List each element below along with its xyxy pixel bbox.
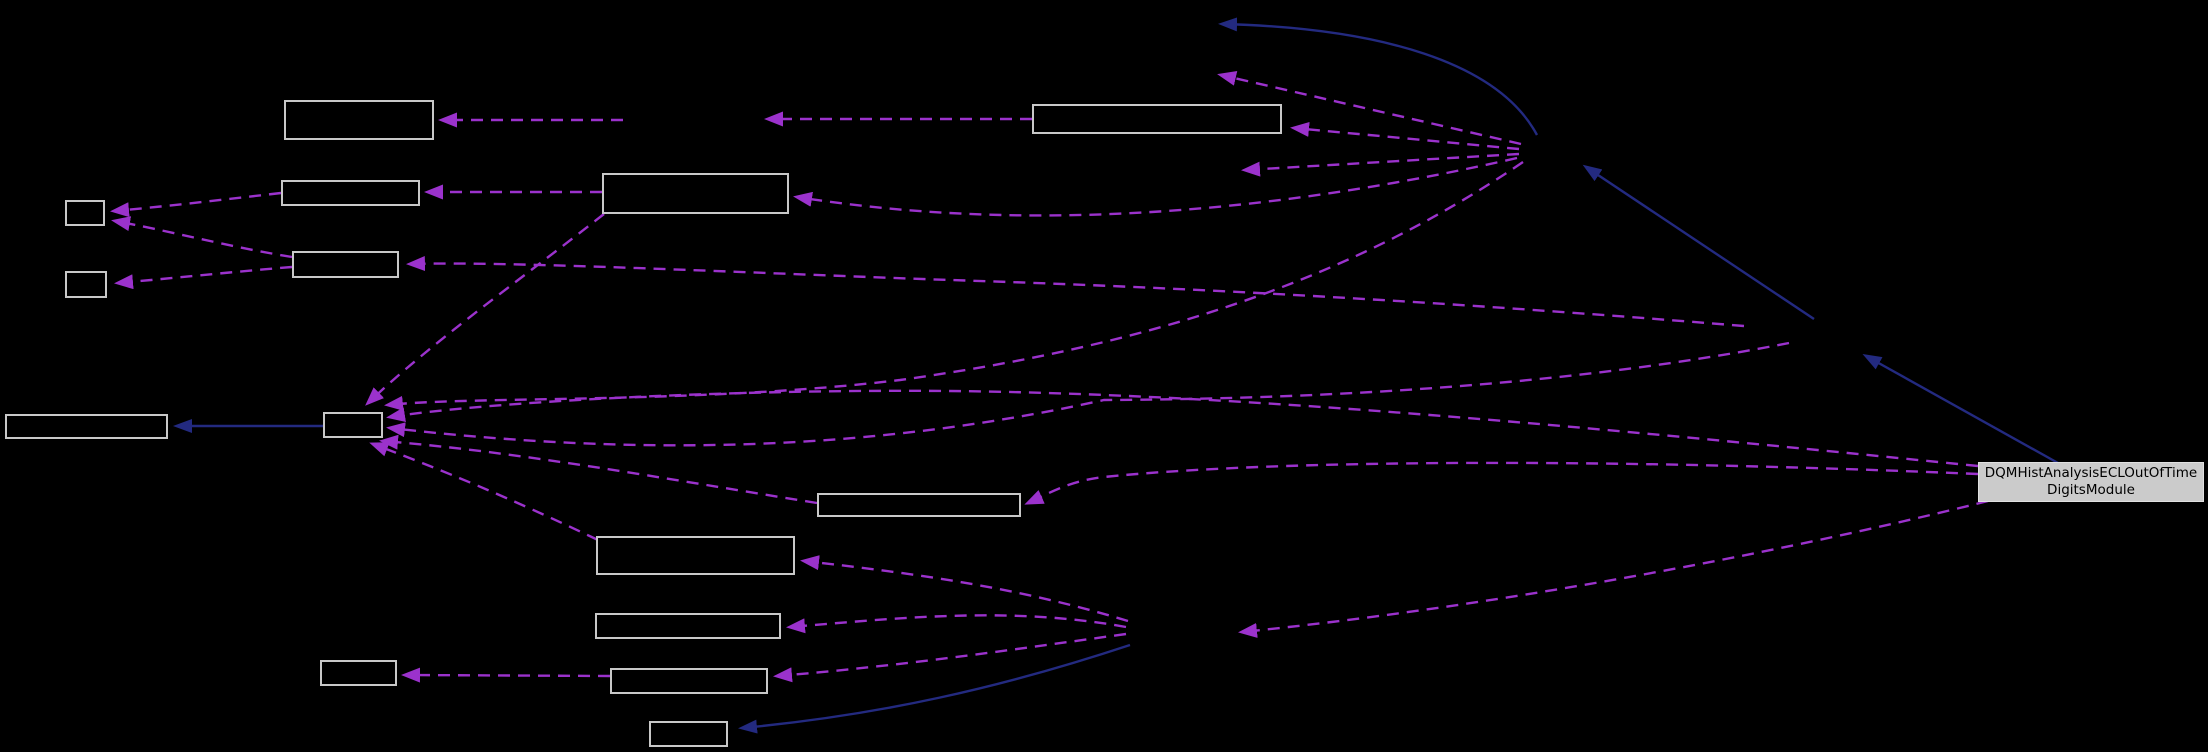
edge-node-6-to-node-9 (365, 213, 605, 406)
class-node-8[interactable] (5, 414, 168, 439)
edge-highlight-to-node-9-upper (386, 389, 1979, 468)
class-node-9[interactable] (323, 412, 383, 438)
edge-node-5-to-node-4 (114, 265, 293, 290)
class-node-5[interactable] (292, 251, 399, 278)
edge-fan2-to-node-11 (800, 555, 1129, 623)
class-node-1[interactable] (284, 100, 434, 140)
edge-node-10-to-node-9 (379, 434, 818, 505)
class-node-11[interactable] (596, 536, 795, 575)
edge-solid-mid-segment (1582, 164, 1815, 320)
class-node-14[interactable] (610, 668, 768, 694)
class-node-7[interactable] (1032, 104, 1282, 134)
edge-highlight-to-fan2 (1238, 499, 1989, 638)
class-node-2[interactable] (281, 180, 420, 206)
edge-fan1-to-node-9 (384, 161, 1524, 411)
edge-fan2-to-node-12 (786, 614, 1127, 634)
edge-fan2-to-node-14 (773, 632, 1127, 683)
class-node-3[interactable] (65, 200, 105, 226)
edge-node-14-to-node-13 (401, 667, 611, 683)
edge-fan1-up-left (1217, 71, 1522, 146)
edge-fan1-down-left (1241, 152, 1520, 177)
class-node-13[interactable] (320, 660, 397, 686)
highlighted-node-label-line2: DigitsModule (2047, 482, 2135, 498)
class-node-12[interactable] (595, 613, 781, 639)
class-node-6[interactable] (602, 173, 789, 214)
edge-fan1-arc-up (1218, 17, 1539, 136)
class-node-15[interactable] (649, 721, 728, 747)
class-node-10[interactable] (817, 493, 1021, 517)
edge-node-2-to-node-3 (110, 191, 282, 218)
edge-fan1-to-node-6 (793, 156, 1518, 217)
edge-highlight-to-node-10 (1024, 461, 1979, 505)
edge-highlight-solid-up (1862, 354, 2059, 465)
edge-node-5-to-node-3 (111, 216, 293, 259)
class-node-dqmhistanalysis-ecl-out-of-time-digits-module[interactable]: DQMHistAnalysisECLOutOfTime DigitsModule (1978, 462, 2204, 502)
class-node-4[interactable] (65, 271, 107, 298)
edge-fan2-to-node-15 (738, 643, 1131, 734)
edge-node-11-to-node-9 (369, 442, 599, 542)
edge-wavy-to-node-9 (386, 341, 1790, 447)
edge-fan1-to-node-7 (1290, 121, 1520, 151)
highlighted-node-label-line1: DQMHistAnalysisECLOutOfTime (1984, 465, 2198, 481)
edge-dashed-long-to-node-5 (406, 256, 1745, 328)
